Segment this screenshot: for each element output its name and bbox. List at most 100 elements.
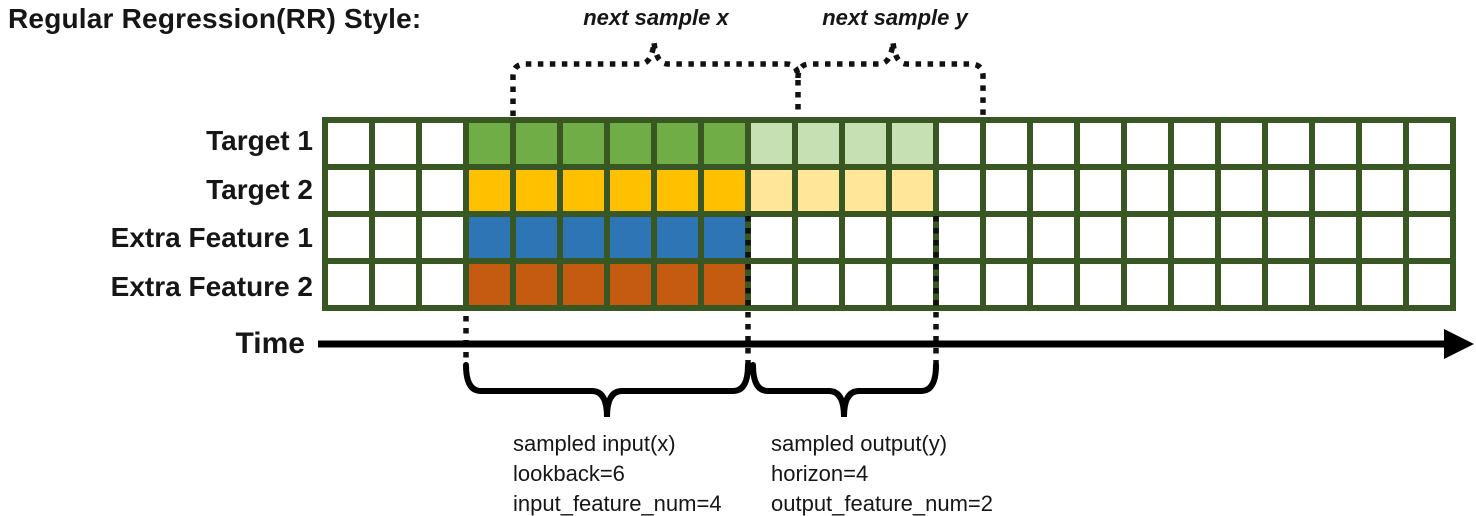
grid-cell xyxy=(1127,123,1168,164)
output-annotation-line-2: horizon=4 xyxy=(771,461,869,486)
grid-cell xyxy=(422,123,463,164)
grid-cell xyxy=(328,123,369,164)
grid-cell xyxy=(1033,170,1074,211)
grid-cell xyxy=(563,170,604,211)
grid-cell xyxy=(1315,217,1356,258)
grid-cell xyxy=(1409,217,1450,258)
grid-cell xyxy=(798,264,839,305)
grid-cell xyxy=(798,170,839,211)
grid-cell xyxy=(1315,123,1356,164)
grid-cell xyxy=(1033,217,1074,258)
grid-cell xyxy=(375,264,416,305)
grid-cell xyxy=(1174,217,1215,258)
row-label-target-2: Target 2 xyxy=(206,173,313,205)
grid-cell xyxy=(1033,264,1074,305)
grid-cell xyxy=(1315,264,1356,305)
sample-grid xyxy=(322,117,1456,311)
grid-cell xyxy=(1174,264,1215,305)
grid-cell xyxy=(563,264,604,305)
grid-cell xyxy=(1268,217,1309,258)
grid-cell xyxy=(1268,264,1309,305)
grid-cell xyxy=(328,264,369,305)
grid-cell xyxy=(657,123,698,164)
grid-cell xyxy=(845,123,886,164)
grid-cell xyxy=(1127,264,1168,305)
input-annotation-line-1: sampled input(x) xyxy=(513,431,676,456)
grid-cell xyxy=(1409,264,1450,305)
grid-cell xyxy=(657,170,698,211)
grid-cell xyxy=(986,217,1027,258)
grid-cell xyxy=(751,170,792,211)
next-sample-y-label: next sample y xyxy=(822,5,968,30)
grid-cell xyxy=(516,217,557,258)
grid-cell xyxy=(1268,170,1309,211)
grid-cell xyxy=(1174,123,1215,164)
grid-cell xyxy=(610,170,651,211)
grid-cell xyxy=(563,123,604,164)
output-annotation-line-1: sampled output(y) xyxy=(771,431,948,456)
diagram-title: Regular Regression(RR) Style: xyxy=(8,3,422,34)
grid-cell xyxy=(892,170,933,211)
grid-cell xyxy=(1362,264,1403,305)
time-axis-label: Time xyxy=(235,327,305,360)
grid-cell xyxy=(563,217,604,258)
grid-cell xyxy=(1080,217,1121,258)
grid-cell xyxy=(516,264,557,305)
grid-cell xyxy=(375,123,416,164)
grid-cell xyxy=(375,217,416,258)
grid-cell xyxy=(516,170,557,211)
grid-cell xyxy=(939,217,980,258)
grid-cell xyxy=(892,217,933,258)
grid-cell xyxy=(704,170,745,211)
grid-cell xyxy=(1080,264,1121,305)
grid-cell xyxy=(1221,123,1262,164)
grid-cell xyxy=(469,170,510,211)
grid-cell xyxy=(939,264,980,305)
next-sample-x-brace xyxy=(510,41,801,116)
next-sample-x-label: next sample x xyxy=(583,5,729,30)
grid-cell xyxy=(657,264,698,305)
grid-cell xyxy=(1127,170,1168,211)
grid-cell xyxy=(798,123,839,164)
grid-cell xyxy=(751,264,792,305)
grid-cell xyxy=(610,264,651,305)
grid-cell xyxy=(892,123,933,164)
row-label-extra-feature-1: Extra Feature 1 xyxy=(110,222,313,254)
grid-cell xyxy=(328,217,369,258)
grid-cell xyxy=(469,217,510,258)
grid-cell xyxy=(1033,123,1074,164)
grid-cell xyxy=(422,217,463,258)
next-sample-y-brace xyxy=(795,41,986,116)
grid-cell xyxy=(751,123,792,164)
input-annotation-line-3: input_feature_num=4 xyxy=(513,491,722,516)
grid-cell xyxy=(798,217,839,258)
input-annotation-line-2: lookback=6 xyxy=(513,461,625,486)
row-labels: Target 1 Target 2 Extra Feature 1 Extra … xyxy=(0,117,313,311)
grid-cell xyxy=(1362,123,1403,164)
grid-cell xyxy=(986,123,1027,164)
output-annotation-line-3: output_feature_num=2 xyxy=(771,491,994,516)
grid-cell xyxy=(1127,217,1168,258)
grid-cell xyxy=(1315,170,1356,211)
grid-cell xyxy=(1362,170,1403,211)
grid-cell xyxy=(939,123,980,164)
grid-cell xyxy=(986,264,1027,305)
grid-cell xyxy=(1080,123,1121,164)
grid-cell xyxy=(469,264,510,305)
grid-cell xyxy=(704,264,745,305)
grid-cell xyxy=(469,123,510,164)
grid-cell xyxy=(845,217,886,258)
grid-cell xyxy=(1409,123,1450,164)
grid-cell xyxy=(845,264,886,305)
input-annotation: sampled input(x) lookback=6 input_featur… xyxy=(513,429,722,516)
sampled-output-brace xyxy=(750,362,939,418)
grid-cell xyxy=(375,170,416,211)
grid-cell xyxy=(1409,170,1450,211)
grid-cell xyxy=(610,123,651,164)
grid-cell xyxy=(1080,170,1121,211)
sampled-input-brace xyxy=(463,362,751,418)
grid-cell xyxy=(1268,123,1309,164)
grid-cell xyxy=(610,217,651,258)
time-axis-arrowhead xyxy=(1444,329,1474,359)
grid-cell xyxy=(328,170,369,211)
